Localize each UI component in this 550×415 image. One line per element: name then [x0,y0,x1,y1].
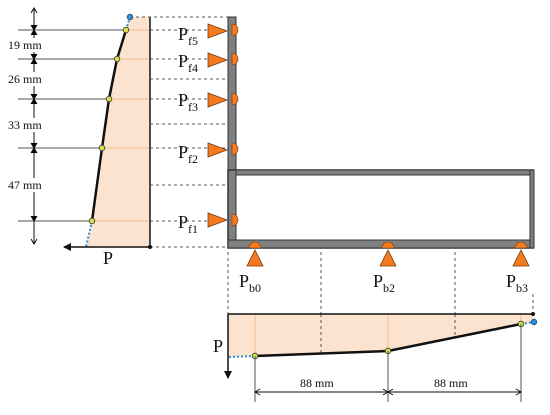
pressure-sensor-f1: Pf1 [178,212,239,236]
bottom-boundary-end [531,312,535,316]
pressure-label-b0: Pb0 [239,271,261,295]
bottom-dim-label-bg [296,376,346,389]
pressure-label-b2: Pb2 [373,271,395,295]
profile-end-node [530,318,538,326]
profile-end-node [126,13,134,21]
pressure-label-f5: Pf5 [178,24,198,48]
profile-node [122,26,130,34]
orange-triangle-icon [512,249,530,267]
orange-triangle-icon [207,52,229,68]
wall-pressure-sensors: Pf5 Pf4 Pf3 Pf2 Pf1 [178,23,239,236]
base-guide-lines [227,252,534,314]
pressure-sensor-f4: Pf4 [178,51,239,75]
bottom-profile-extensions [227,321,535,358]
pressure-label-f1: Pf1 [178,212,198,236]
left-dim-label: 19 mm [8,38,42,52]
left-p-axis-label: P [103,248,113,268]
pressure-sensor-f2: Pf2 [178,142,239,166]
left-dim-label: 47 mm [8,178,42,192]
pressure-sensor-b3: Pb3 [506,241,530,295]
bottom-dim-label-bg [430,376,480,389]
bottom-dim-label: 88 mm [434,376,468,390]
orange-triangle-icon [379,249,397,267]
pressure-label-b3: Pb3 [506,271,528,295]
left-axis-origin [148,245,152,249]
bottom-dim-label: 88 mm [300,376,334,390]
pressure-label-f2: Pf2 [178,142,198,166]
base-slab-outline [227,169,534,249]
left-profile-nodes [88,13,134,225]
orange-triangle-icon [207,142,229,158]
left-profile-dashed-lines [150,29,228,248]
wall-structure [227,16,535,249]
base-slab-end [529,169,535,249]
profile-node [98,144,106,152]
left-profile-fill [86,17,150,247]
left-dimension-line [4,7,56,245]
bottom-p-axis-label: P [213,336,223,356]
bottom-dim-ref-lines [254,324,522,402]
orange-triangle-icon [207,23,229,39]
orange-triangle-icon [207,92,229,108]
pressure-sensor-f3: Pf3 [178,90,239,114]
pressure-sensor-f5: Pf5 [178,23,239,48]
bottom-profile-dashed [320,314,456,354]
left-profile-level-lines [92,29,150,222]
pressure-sensor-b0: Pb0 [239,241,264,295]
left-dim-label: 33 mm [8,118,42,132]
left-profile-extensions [85,16,131,248]
orange-triangle-icon [207,212,229,228]
bottom-pressure-profile: P 88 mm 88 mm [213,312,538,402]
pressure-sensor-b2: Pb2 [373,241,397,295]
left-pressure-profile: P 19 mm 26 mm 33 mm 47 mm [4,7,228,268]
bottom-dimension-line [254,388,522,396]
orange-triangle-icon [246,249,264,267]
bottom-profile-fill [228,314,533,357]
base-slab-bottom [227,239,534,249]
profile-node [88,217,96,225]
left-dim-label: 26 mm [8,72,42,86]
base-pressure-sensors: Pb0 Pb2 Pb3 [239,241,530,295]
base-slab-top [235,169,534,176]
profile-node [113,55,121,63]
pressure-label-f3: Pf3 [178,90,198,114]
pressure-label-f4: Pf4 [178,51,198,75]
vertical-wall [227,16,237,249]
profile-node [105,95,113,103]
